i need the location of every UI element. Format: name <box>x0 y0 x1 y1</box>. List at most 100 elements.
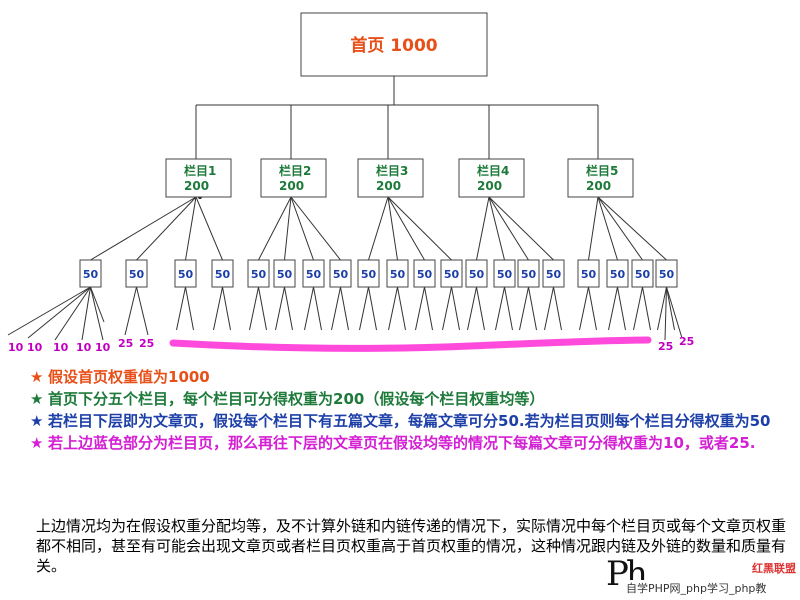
connector-line <box>451 286 460 331</box>
article-value: 50 <box>83 268 99 281</box>
article-box <box>440 259 463 288</box>
leaf-label-10: 10 <box>53 341 69 354</box>
article-box <box>413 259 436 288</box>
connector-line <box>27 286 91 339</box>
article-value: 50 <box>469 268 485 281</box>
article-box <box>386 259 409 288</box>
article-box <box>493 259 516 288</box>
connector-line <box>504 286 513 331</box>
watermark-text: 自学PHP网_php学习_php教 <box>624 580 769 596</box>
article-box <box>517 259 540 288</box>
notes-list: ★假设首页权重值为1000★首页下分五个栏目，每个栏目可分得权重为200（假设每… <box>30 368 790 456</box>
article-box <box>211 259 234 288</box>
article-box <box>247 259 270 288</box>
article-value: 50 <box>215 268 231 281</box>
connector-line <box>617 286 626 331</box>
connector-line <box>136 196 197 261</box>
note-item: ★首页下分五个栏目，每个栏目可分得权重为200（假设每个栏目权重均等） <box>30 390 790 408</box>
article-box <box>655 259 678 288</box>
article-value: 50 <box>521 268 537 281</box>
leaf-label-10: 10 <box>76 341 92 354</box>
connector-line <box>597 196 667 261</box>
connector-line <box>488 196 505 261</box>
watermark: Ph 红黑联盟 自学PHP网_php学习_php教 <box>606 554 796 596</box>
note-item: ★假设首页权重值为1000 <box>30 368 790 386</box>
connector-line <box>415 286 425 331</box>
connector-line <box>185 286 194 331</box>
note-item: ★若上边蓝色部分为栏目页，那么再往下层的文章页在假设均等的情况下每篇文章可分得权… <box>30 434 790 452</box>
connector-line <box>553 286 562 331</box>
category-value: 200 <box>586 179 611 193</box>
leaf-label-25: 25 <box>118 337 133 350</box>
article-value: 50 <box>390 268 406 281</box>
category-value: 200 <box>279 179 304 193</box>
connector-line <box>388 286 398 331</box>
category-box <box>260 158 327 198</box>
article-box <box>577 259 600 288</box>
article-value: 50 <box>178 268 194 281</box>
connector-line <box>331 286 341 331</box>
connector-line <box>136 286 149 336</box>
star-icon: ★ <box>30 412 44 430</box>
category-box <box>458 158 525 198</box>
root-box <box>300 12 488 77</box>
connector-line <box>284 286 293 331</box>
connector-line <box>476 286 485 331</box>
connector-line <box>81 286 91 341</box>
category-name: 栏目5 <box>586 163 618 178</box>
category-name: 栏目3 <box>376 163 408 178</box>
article-box <box>329 259 352 288</box>
article-value: 50 <box>361 268 377 281</box>
article-box <box>79 259 102 288</box>
connector-line <box>442 286 452 331</box>
connector-line <box>387 196 452 261</box>
connector-line <box>124 286 137 336</box>
connector-line <box>488 196 554 261</box>
article-box <box>302 259 325 288</box>
connector-line <box>359 286 369 331</box>
leaf-label-10: 10 <box>95 341 111 354</box>
star-icon: ★ <box>30 368 44 386</box>
highlight-stroke <box>169 336 652 352</box>
connector-line <box>579 286 589 331</box>
article-box <box>174 259 197 288</box>
article-box <box>542 259 565 288</box>
connector-line <box>657 286 667 331</box>
article-value: 50 <box>129 268 145 281</box>
article-box <box>631 259 654 288</box>
connector-line <box>664 286 667 341</box>
connector-line <box>424 286 433 331</box>
connector-line <box>90 286 105 323</box>
note-text: 首页下分五个栏目，每个栏目可分得权重为200（假设每个栏目权重均等） <box>48 390 545 408</box>
connector-line <box>275 286 285 331</box>
article-value: 50 <box>581 268 597 281</box>
connector-line <box>476 196 490 261</box>
connector-line <box>544 286 554 331</box>
watermark-brand: 红黑联盟 <box>752 562 796 575</box>
highlight-band <box>169 336 652 352</box>
article-box <box>125 259 148 288</box>
article-value: 50 <box>277 268 293 281</box>
connector-line <box>642 286 651 331</box>
connector-line <box>387 196 398 261</box>
article-box <box>357 259 380 288</box>
article-value: 50 <box>610 268 626 281</box>
connector-line <box>222 286 231 331</box>
connector-line <box>213 286 223 331</box>
leaf-label-25: 25 <box>679 335 694 348</box>
connector-line <box>588 286 597 331</box>
connector-line <box>519 286 529 331</box>
connector-line <box>290 196 341 261</box>
note-item: ★若栏目下层即为文章页，假设每个栏目下有五篇文章，每篇文章可分50.若为栏目页则… <box>30 412 790 430</box>
article-value: 50 <box>417 268 433 281</box>
connector-line <box>249 286 259 331</box>
article-box <box>606 259 629 288</box>
connector-line <box>290 196 314 261</box>
connector-line <box>284 196 292 261</box>
star-icon: ★ <box>30 434 44 452</box>
category-box <box>165 158 232 198</box>
category-value: 200 <box>184 179 209 193</box>
root-label: 首页 1000 <box>350 35 437 56</box>
connector-line <box>467 286 477 331</box>
